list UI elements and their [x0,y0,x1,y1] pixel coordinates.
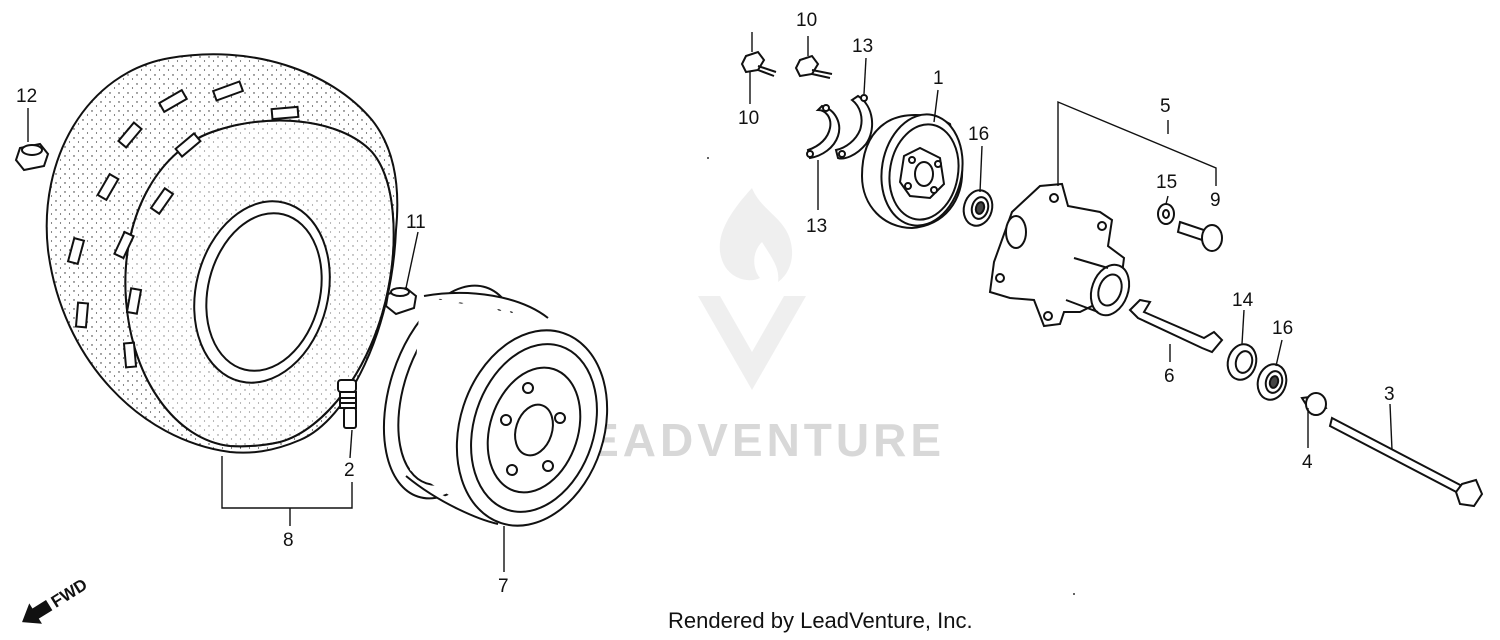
fwd-label: FWD [48,575,91,612]
callout-12: 12 [16,86,37,107]
callout-16-upper: 16 [968,124,989,145]
callout-1: 1 [933,68,944,89]
bearing-14 [1226,343,1258,381]
bearing-16-lower [1256,363,1288,401]
callout-10-left: 10 [738,108,759,129]
brake-drum [860,113,964,230]
callout-8: 8 [283,530,294,551]
callout-15: 15 [1156,172,1177,193]
bolt-10-left [740,50,777,77]
callout-13-top: 13 [852,36,873,57]
callout-numbers: 12 11 2 8 7 10 10 13 13 1 16 5 15 9 14 1… [16,10,1395,597]
bolt-10-right [794,54,833,79]
arrow-icon [22,600,53,624]
render-credit: Rendered by LeadVenture, Inc. [668,608,973,633]
collar-4 [1300,392,1328,416]
callout-5: 5 [1160,96,1171,117]
callout-2: 2 [344,460,355,481]
stud-bolt [1176,220,1223,252]
lug-nut-11 [384,286,418,316]
tire [45,53,399,454]
watermark-text: LEADVENTURE [556,414,945,466]
callout-14: 14 [1232,290,1254,311]
fwd-indicator: FWD [22,575,91,624]
washer-15 [1157,203,1175,225]
callout-4: 4 [1302,452,1313,473]
wheel-rim [382,284,609,527]
wheel-hub [988,182,1131,328]
callout-7: 7 [498,576,509,597]
axle-bolt [1328,416,1484,508]
callout-6: 6 [1164,366,1175,387]
axle-spacer [1128,298,1224,354]
callout-11: 11 [406,212,426,233]
callout-16-lower: 16 [1272,318,1293,339]
bracket-13-lower [806,104,841,160]
leader-lines [27,32,1393,572]
lug-nut-12 [14,142,50,172]
callout-3: 3 [1384,384,1395,405]
callout-10-top: 10 [796,10,817,31]
bracket-13-upper [834,94,874,160]
watermark-logo [698,188,806,390]
bearing-16-upper [962,189,994,227]
callout-13-bottom: 13 [806,216,827,237]
callout-9: 9 [1210,190,1221,211]
valve-stem [337,379,357,429]
